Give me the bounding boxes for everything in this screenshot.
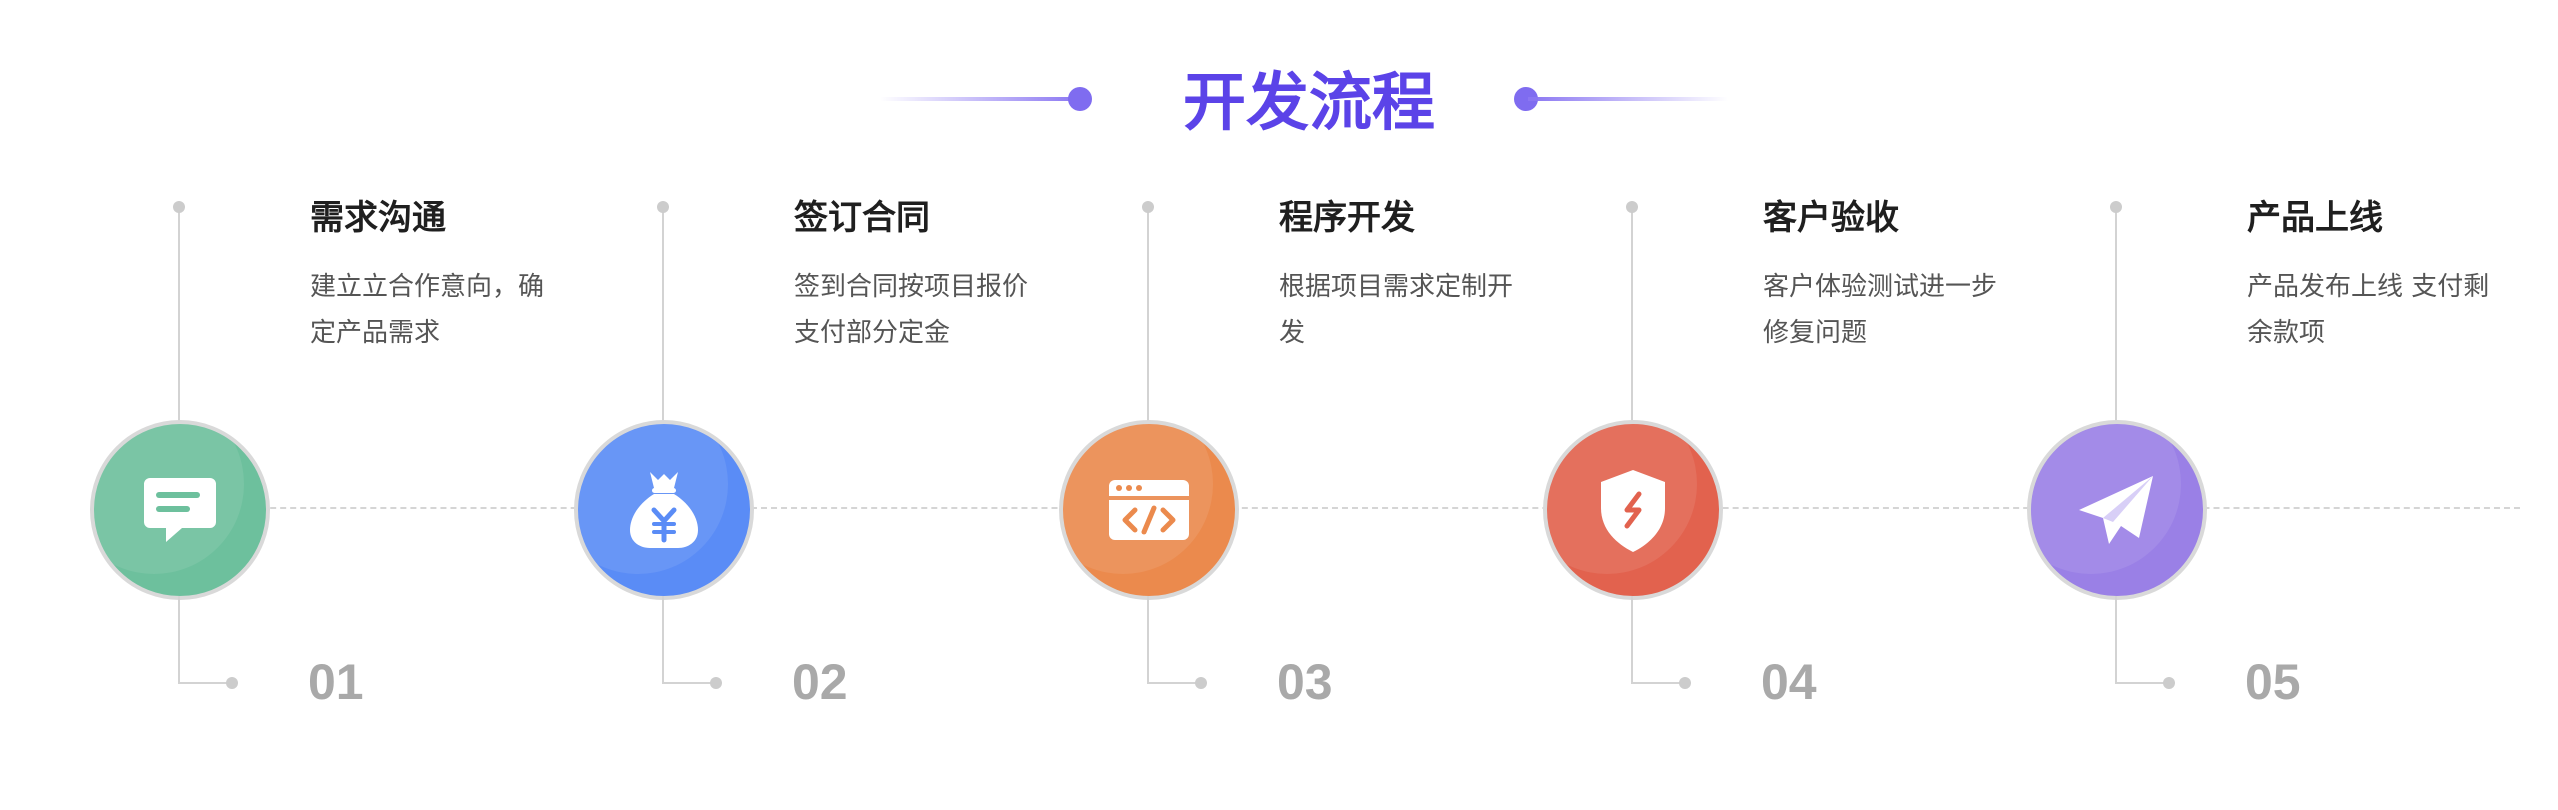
connector-bottom-dot bbox=[1679, 677, 1691, 689]
connector-top bbox=[662, 208, 664, 424]
connector-bottom bbox=[1147, 596, 1149, 684]
connector-bottom-arm bbox=[178, 682, 232, 684]
connector-bottom bbox=[1631, 596, 1633, 684]
step-4: 客户验收 客户体验测试进一步修复问题 04 bbox=[1543, 0, 2023, 810]
step-description: 建立立合作意向，确定产品需求 bbox=[310, 272, 545, 348]
connector-bottom bbox=[178, 596, 180, 684]
chat-icon bbox=[144, 478, 216, 542]
step-description: 客户体验测试进一步修复问题 bbox=[1763, 272, 1998, 348]
connector-bottom-arm bbox=[662, 682, 716, 684]
step-title: 产品上线 bbox=[2247, 198, 2383, 238]
connector-bottom-dot bbox=[710, 677, 722, 689]
step-3: 程序开发 根据项目需求定制开发 03 bbox=[1059, 0, 1539, 810]
shield-icon bbox=[1601, 470, 1665, 552]
money-bag-icon bbox=[630, 472, 698, 548]
connector-bottom bbox=[662, 596, 664, 684]
step-number: 02 bbox=[792, 654, 848, 710]
step-title: 客户验收 bbox=[1763, 198, 1899, 238]
step-2: 签订合同 签到合同按项目报价支付部分定金 02 bbox=[574, 0, 1054, 810]
decorative-line-right bbox=[1528, 97, 1728, 101]
step-description: 签到合同按项目报价支付部分定金 bbox=[794, 272, 1029, 348]
page-title: 开发流程 bbox=[1183, 66, 1435, 139]
step-icon-circle bbox=[574, 420, 754, 600]
step-icon-circle bbox=[1059, 420, 1239, 600]
connector-bottom-dot bbox=[2163, 677, 2175, 689]
connector-top bbox=[1631, 208, 1633, 424]
step-title: 需求沟通 bbox=[310, 198, 446, 238]
connector-bottom-dot bbox=[1195, 677, 1207, 689]
step-description: 产品发布上线 支付剩余款项 bbox=[2247, 272, 2490, 348]
connector-bottom-dot bbox=[226, 677, 238, 689]
connector-top-dot bbox=[1142, 201, 1154, 213]
step-1: 需求沟通 建立立合作意向，确定产品需求 01 bbox=[90, 0, 570, 810]
connector-top-dot bbox=[657, 201, 669, 213]
paper-plane-icon bbox=[2079, 476, 2153, 544]
step-title: 签订合同 bbox=[794, 198, 930, 238]
connector-bottom bbox=[2115, 596, 2117, 684]
step-number: 05 bbox=[2245, 654, 2301, 710]
connector-top bbox=[2115, 208, 2117, 424]
code-window-icon bbox=[1109, 480, 1189, 540]
header: 开发流程 bbox=[0, 55, 1728, 145]
connector-bottom-arm bbox=[1147, 682, 1201, 684]
connector-top bbox=[178, 208, 180, 424]
connector-top bbox=[1147, 208, 1149, 424]
step-icon-circle bbox=[90, 420, 270, 600]
step-number: 01 bbox=[308, 654, 364, 710]
step-description: 根据项目需求定制开发 bbox=[1279, 272, 1514, 348]
connector-top-dot bbox=[1626, 201, 1638, 213]
step-number: 03 bbox=[1277, 654, 1333, 710]
step-title: 程序开发 bbox=[1279, 198, 1415, 238]
step-icon-circle bbox=[2027, 420, 2207, 600]
step-number: 04 bbox=[1761, 654, 1817, 710]
connector-top-dot bbox=[2110, 201, 2122, 213]
decorative-line-left bbox=[880, 97, 1080, 101]
timeline-axis bbox=[180, 507, 2520, 509]
connector-top-dot bbox=[173, 201, 185, 213]
step-icon-circle bbox=[1543, 420, 1723, 600]
connector-bottom-arm bbox=[1631, 682, 1685, 684]
connector-bottom-arm bbox=[2115, 682, 2169, 684]
decorative-dot-left bbox=[1068, 87, 1092, 111]
step-5: 产品上线 产品发布上线 支付剩余款项 05 bbox=[2027, 0, 2507, 810]
